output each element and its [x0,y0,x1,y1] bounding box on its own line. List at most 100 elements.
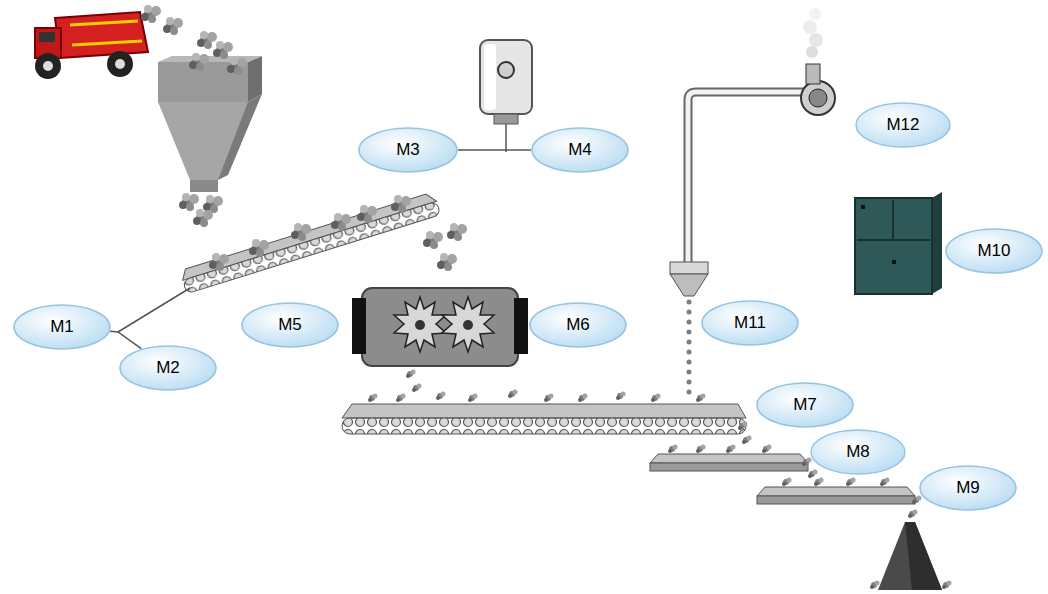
label-ellipse: M6 [529,302,627,348]
ellipse-outline [532,128,628,172]
pebble [908,510,918,519]
motor [480,40,532,152]
label-ellipse: M12 [855,102,951,148]
motor-label: M12 [886,116,919,135]
pebble [870,581,880,590]
label-ellipse: M10 [945,228,1043,274]
leader-line [505,124,507,152]
truck-body [55,12,148,58]
motor-label: M8 [846,443,870,462]
crusher-body [362,288,518,366]
dump-truck [35,12,148,79]
truck-stripe [70,21,138,25]
ellipse-outline [702,301,798,345]
dust-stream [687,300,692,395]
hopper-spout [190,180,218,192]
cyclone-cone [670,274,708,296]
label-ellipse: M2 [119,345,217,391]
motor-label: M10 [977,242,1010,261]
exhaust-puff [809,8,821,20]
motor-label: M4 [568,141,592,160]
motor-label: M1 [50,318,74,337]
cabinet-body [855,198,932,294]
hopper-side [248,56,262,102]
ellipse-outline [120,346,216,390]
crusher-plate [352,298,366,354]
motor-label: M11 [734,314,766,333]
ellipse-outline [811,430,905,474]
gear-hub [463,320,473,330]
motor-label: M6 [566,316,590,335]
leader-line [118,288,190,332]
truck-wheel [107,51,133,77]
crusher-gear [442,297,494,352]
cyclone-top [670,262,708,274]
transfer-conveyor [650,454,808,471]
ellipse-outline [920,466,1016,510]
hopper-funnel-side [158,94,262,180]
dust-collector [670,8,835,296]
duct [688,92,808,262]
exhaust-puff [806,46,818,58]
conveyor-belt [342,404,746,418]
ellipse-outline [757,383,853,427]
conveyor-rollers [342,418,746,434]
label-ellipse: M8 [810,429,906,475]
ellipse-outline [359,128,457,172]
pile-shade [905,522,942,590]
gear-hub [415,320,425,330]
cabinet-lock [861,205,865,209]
exhaust-puff [809,33,823,47]
control-cabinet [855,192,942,294]
label-ellipse: M7 [756,382,854,428]
motor-label: M7 [793,396,817,415]
truck-stripe [72,41,142,45]
motor-label: M9 [956,479,980,498]
hopper-funnel [158,102,248,180]
fan-housing [801,81,835,115]
label-ellipse: M5 [241,302,339,348]
label-ellipse: M11 [701,300,799,346]
conveyor-belt [650,454,808,463]
stockpile [870,510,952,591]
exhaust-puff [803,20,817,34]
ellipse-outline [530,303,626,347]
truck-wheel [35,53,61,79]
crusher-plate [514,298,528,354]
truck-hub [115,59,125,69]
cabinet-door-line [892,200,894,240]
conveyor-belt [757,487,915,496]
stacker-conveyor [757,487,915,504]
label-ellipse: M9 [919,465,1017,511]
ellipse-outline [856,103,950,147]
cabinet-lock [892,260,896,264]
truck-hub [43,61,53,71]
motor-label: M3 [396,141,420,160]
truck-window [39,32,55,42]
motor-label: M2 [156,359,180,378]
motor-label: M5 [278,316,302,335]
cabinet-side [855,192,942,294]
crusher-gear [394,297,446,352]
pebble [942,581,952,590]
conveyor-frame [650,463,808,471]
motor-base [494,114,518,124]
ellipse-outline [946,229,1042,273]
cabinet-door-line [857,239,930,241]
fan-wheel [809,89,827,107]
motor-fan [498,62,514,78]
label-ellipse: M1 [13,304,111,350]
hopper [158,56,262,192]
main-conveyor [342,404,746,434]
roll-crusher [352,288,528,366]
motor-highlight [484,44,496,110]
ellipse-outline [242,303,338,347]
label-ellipse: M4 [531,127,629,173]
conveyor-belt [180,192,437,281]
motor-housing [480,40,532,114]
pile [878,522,942,590]
